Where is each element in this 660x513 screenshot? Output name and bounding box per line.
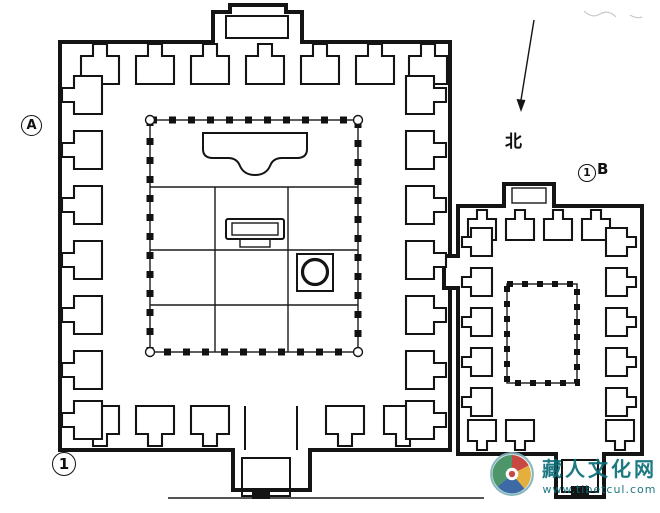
label-a-circle: A [21,115,42,136]
courtyard-grid [150,186,358,352]
building-b-outline [442,182,644,499]
porch-a-inner [225,15,289,39]
site-watermark: 藏人文化网 www.tibetcul.com [489,451,657,497]
porch-b-inner [511,187,547,204]
site-logo-icon [490,452,534,496]
north-arrow-icon [516,19,535,112]
north-label: 北 [505,132,522,152]
entrance-b-details [561,459,599,497]
label-entrance-1: 1 [52,452,76,476]
entrance-a-details [241,406,298,499]
throne-canopy [202,132,308,177]
site-name: 藏人文化网 [542,456,657,481]
hearth-circle [296,253,334,292]
label-building-a: A [21,114,42,136]
site-watermark-text: 藏人文化网 www.tibetcul.com [542,453,657,496]
label-b-suffix: B [597,160,609,178]
label-b-circle: 1 [578,163,596,182]
altar-platform [225,218,285,248]
site-url: www.tibetcul.com [542,482,657,496]
label-1-circle: 1 [52,452,76,476]
courtyard-a [144,114,364,358]
pencil-marks [583,10,643,19]
courtyard-b [504,281,580,386]
